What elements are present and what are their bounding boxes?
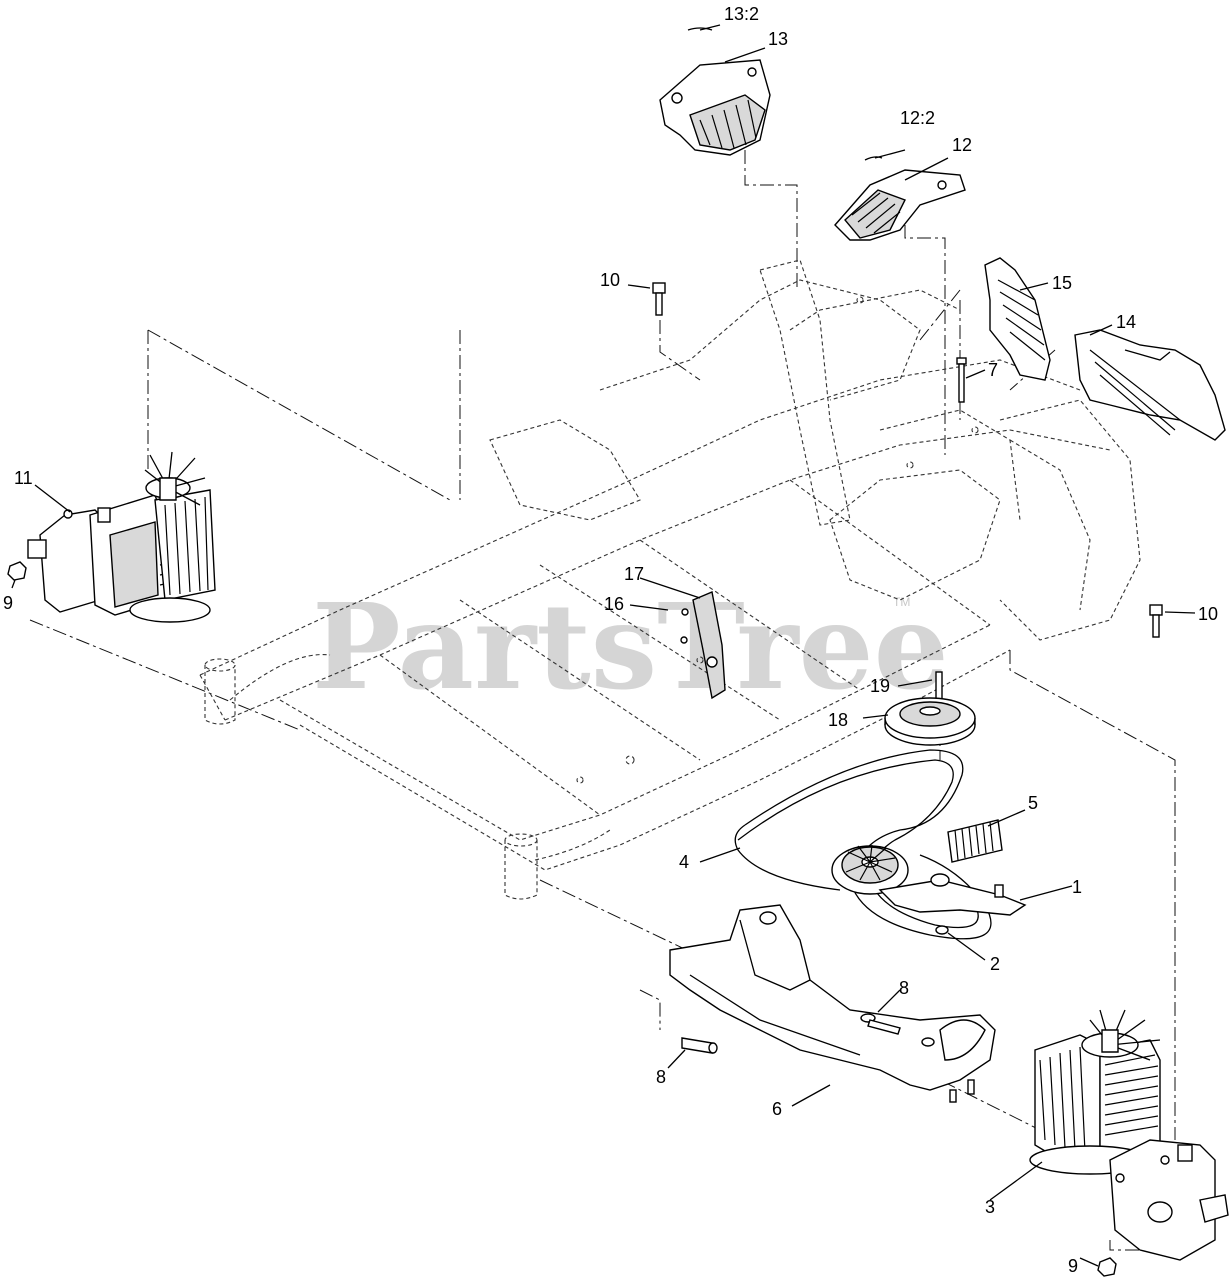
callout-12: 12 [952,135,972,155]
main-frame-phantom [199,259,1141,900]
watermark-text: PartsTree [312,577,949,716]
part-14-shield [1074,329,1226,441]
callout-3: 3 [985,1197,995,1217]
callout-19: 19 [870,676,890,696]
part-15-shield [984,257,1051,381]
callout-14: 14 [1116,312,1136,332]
part-4-belt [734,749,992,940]
leader-lines [11,24,1196,1267]
callout-15: 15 [1052,273,1072,293]
part-1-idler-arm [831,844,1027,916]
part-17-bracket [680,591,726,700]
callout-5: 5 [1028,793,1038,813]
callout-16: 16 [604,594,624,614]
bolts [652,282,1163,703]
part-12-shield [834,156,966,241]
part-2-nut [935,925,949,935]
callout-10-top: 10 [600,270,620,290]
part-18-pulley [884,697,976,746]
part-5-spring [947,819,1003,863]
callout-13-2: 13:2 [724,4,759,24]
callout-2: 2 [990,954,1000,974]
part-11-transaxle [27,451,216,623]
callout-7: 7 [988,360,998,380]
callout-8-right: 8 [899,978,909,998]
watermark: PartsTree TM [312,577,949,716]
callout-18: 18 [828,710,848,730]
part-6-bracket [669,904,996,1103]
callout-4: 4 [679,852,689,872]
callout-9-left: 9 [3,593,13,613]
callout-1: 1 [1072,877,1082,897]
callout-13: 13 [768,29,788,49]
callout-11: 11 [14,468,33,488]
part-8-pins [681,1013,901,1054]
part-13-shield [659,27,771,156]
callout-8-left: 8 [656,1067,666,1087]
callout-17: 17 [624,564,644,584]
callout-labels: 13:2 13 12:2 12 10 15 14 7 11 9 17 16 10… [3,4,1218,1276]
callout-6: 6 [772,1099,782,1119]
callout-9-right: 9 [1068,1256,1078,1276]
watermark-trademark: TM [893,595,910,609]
part-3-transaxle [1029,1009,1229,1261]
callout-12-2: 12:2 [900,108,935,128]
callout-10-right: 10 [1198,604,1218,624]
part-9-nuts [7,561,1117,1277]
